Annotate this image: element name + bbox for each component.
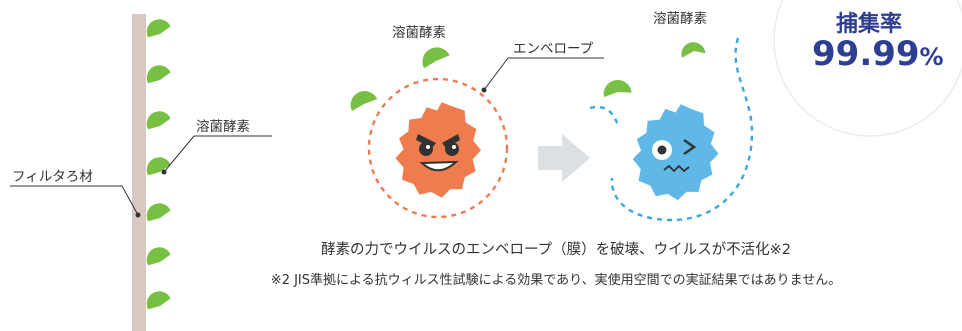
dizzy-eye-right [683, 138, 697, 156]
angry-eyebrow-right [442, 134, 460, 148]
capture-rate-value: 99.99% [812, 34, 944, 74]
main-caption: 酵素の力でウイルスのエンベロープ（膜）を破壊、ウイルスが不活化※2 [320, 242, 791, 258]
intact-envelope [367, 77, 509, 219]
transition-arrow-icon [538, 134, 590, 182]
enzyme-icon [146, 19, 171, 38]
eye-left [419, 142, 433, 156]
enzyme-icon [603, 79, 632, 97]
enzyme-label-left: 溶菌酵素 [392, 25, 446, 41]
enzyme-leader-dot [161, 169, 167, 175]
inactive-virus [632, 104, 719, 201]
enzyme-icon [146, 291, 171, 310]
enzyme-icon [422, 47, 450, 69]
filter-leader-dot [135, 212, 141, 218]
enzyme-label-leader [163, 135, 195, 173]
filter-enzymes [146, 19, 171, 310]
enzyme-icon [146, 111, 171, 130]
enzyme-icon [146, 157, 171, 176]
broken-envelope-left [589, 105, 620, 127]
active-virus [395, 102, 481, 198]
enzyme-icon [146, 65, 171, 84]
capture-rate-badge [773, 0, 962, 137]
enzyme-label-right: 溶菌酵素 [653, 11, 707, 27]
enzyme-icon [146, 247, 171, 266]
envelope-label: エンベロープ [513, 41, 594, 57]
wavy-mouth [663, 164, 690, 173]
envelope-label-leader [483, 57, 509, 91]
filter-material-bar [132, 14, 146, 331]
eye-right [445, 142, 459, 156]
enzyme-icon [146, 203, 171, 222]
capture-rate-number: 99.99 [812, 34, 920, 74]
footnote-caption: ※2 JIS準拠による抗ウィルス性試験による効果であり、実使用空間での実証結果で… [270, 273, 842, 288]
filter-material-label: フィルタろ材 [12, 169, 93, 185]
envelope-leader-dot [481, 87, 487, 93]
enzyme-icon [350, 91, 378, 111]
capture-rate-title: 捕集率 [836, 12, 903, 37]
broken-envelope-right [610, 37, 754, 222]
leader-lines [10, 57, 604, 216]
filter-label-leader [121, 185, 139, 216]
capture-rate-unit: % [919, 43, 944, 71]
enzyme-icon [681, 42, 706, 58]
enzyme-label-filter: 溶菌酵素 [196, 119, 250, 135]
grin-mouth [419, 160, 459, 172]
